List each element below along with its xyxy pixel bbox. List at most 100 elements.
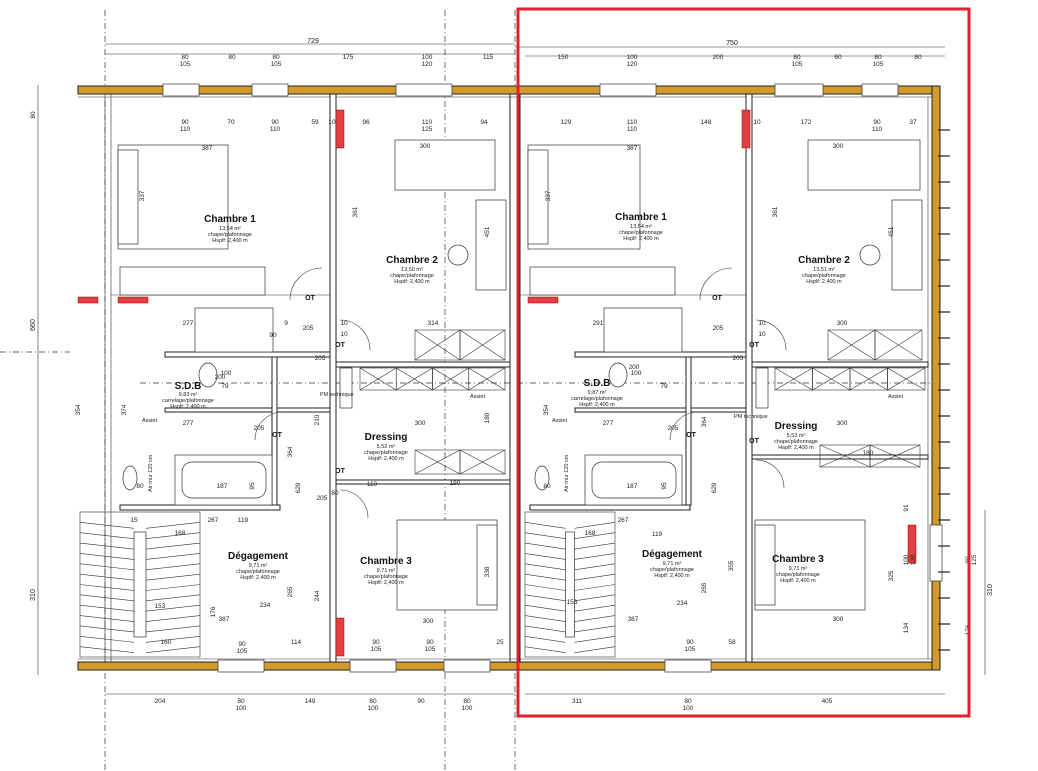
dim-label: 325 xyxy=(888,570,895,581)
room-height: Hsplf: 2,400 m xyxy=(212,238,248,244)
dim-label: 10 xyxy=(328,119,336,126)
stair-step xyxy=(79,646,135,653)
dim-label: 90 xyxy=(269,332,277,339)
dim-label: 115 xyxy=(483,54,494,61)
dim-label: 80 xyxy=(793,54,801,61)
dim-label: 205 xyxy=(668,425,679,432)
dim-label: 100 xyxy=(462,705,473,712)
chair xyxy=(859,244,881,266)
dim-label: 205 xyxy=(317,495,328,502)
ot-label: OT xyxy=(335,342,345,349)
room-height: Hsplf: 2,400 m xyxy=(170,404,206,410)
stair-step xyxy=(524,646,566,653)
dim-label: 79 xyxy=(221,383,229,390)
dim-label: 150 xyxy=(558,54,569,61)
dim-label: 110 xyxy=(270,126,281,133)
dim-label: 10 xyxy=(340,320,348,327)
ot-label: OT xyxy=(272,432,282,439)
stair-step xyxy=(574,532,616,540)
pm-technique-label: PM technique xyxy=(320,392,354,398)
dim-label: 190 xyxy=(450,480,461,487)
stair-step xyxy=(79,594,135,602)
stairs xyxy=(79,511,616,658)
stair-step xyxy=(524,635,566,643)
dim-label: 629 xyxy=(295,482,302,493)
window xyxy=(774,83,824,97)
stair-step xyxy=(79,563,135,571)
room-height: Hsplf: 2,400 m xyxy=(368,456,404,462)
dim-label: 80 xyxy=(463,698,471,705)
dim-label: 79 xyxy=(660,383,668,390)
wardrobe xyxy=(119,266,266,296)
dim-label: 9 xyxy=(284,320,288,327)
dim-label: 90 xyxy=(238,641,246,648)
stair-step xyxy=(145,563,201,571)
ot-label: OT xyxy=(305,295,315,302)
stair-step xyxy=(145,615,201,622)
window xyxy=(664,659,712,673)
dim-label: 60 xyxy=(834,54,842,61)
dim-label: 91 xyxy=(903,504,910,512)
desk xyxy=(891,199,923,291)
dim-left-depth: 660 xyxy=(30,319,37,331)
stair-step xyxy=(79,532,135,540)
dim-label: 80 xyxy=(369,698,377,705)
stair-step xyxy=(145,542,201,550)
room-finish: carrelage/plafonnage xyxy=(571,396,623,402)
assiet-label: Assiet xyxy=(470,394,485,400)
room-height: Hsplf: 2,400 m xyxy=(579,402,615,408)
dim-label: 95 xyxy=(661,482,668,490)
room-area: 9,71 m² xyxy=(377,568,396,574)
door-swing xyxy=(669,411,699,441)
dim-label: 361 xyxy=(772,206,779,217)
stair-step xyxy=(524,522,566,529)
window xyxy=(217,659,265,673)
facade-ticks xyxy=(938,129,950,651)
door-swing xyxy=(339,319,371,351)
door-swing xyxy=(289,267,323,301)
room-finish: chape/plafonnage xyxy=(802,273,846,279)
room-chambre2-left: Chambre 2 xyxy=(386,255,438,266)
dim-label: 15 xyxy=(130,517,138,524)
stair-step xyxy=(574,553,616,560)
dim-label: 119 xyxy=(652,531,663,538)
stair-step xyxy=(79,553,135,560)
dim-label: 300 xyxy=(837,320,848,327)
dim-label: 119 xyxy=(238,517,249,524)
dim-label: 629 xyxy=(711,482,718,493)
dim-label: 451 xyxy=(484,226,491,237)
door-swings xyxy=(254,267,787,519)
dim-label: 355 xyxy=(728,560,735,571)
dim-label: 180 xyxy=(484,412,491,423)
dim-label: 80 xyxy=(874,54,882,61)
dim-label: 168 xyxy=(585,530,596,537)
wardrobe-cell xyxy=(774,367,813,391)
assiet-label: Assiet xyxy=(552,418,567,424)
tech-unit xyxy=(339,367,353,409)
room-labels-right: Chambre 1 13,54 m² chape/plafonnage Hspl… xyxy=(571,212,850,584)
desk xyxy=(475,199,507,291)
dim-label: 160 xyxy=(161,639,172,646)
dim-label: 187 xyxy=(217,483,228,490)
room-area: 5,53 m² xyxy=(787,433,806,439)
dim-label: 100 xyxy=(368,705,379,712)
dim-label: 354 xyxy=(75,404,82,415)
wardrobe-cell xyxy=(395,367,433,391)
dim-label: 387 xyxy=(219,616,230,623)
bed-pillow xyxy=(117,149,139,245)
stair-step xyxy=(574,635,616,643)
stair-step xyxy=(574,594,616,602)
stair-step xyxy=(145,635,201,643)
dim-label: 105 xyxy=(792,61,803,68)
ot-label: OT xyxy=(335,468,345,475)
stair-step xyxy=(79,522,135,529)
dim-label: 300 xyxy=(420,143,431,150)
bed xyxy=(807,139,921,191)
dim-label: 267 xyxy=(618,517,629,524)
room-finish: chape/plafonnage xyxy=(364,450,408,456)
dim-label: 337 xyxy=(545,190,552,201)
dim-label: 338 xyxy=(484,566,491,577)
stair-step xyxy=(145,553,201,560)
wardrobe-cell xyxy=(887,367,926,391)
